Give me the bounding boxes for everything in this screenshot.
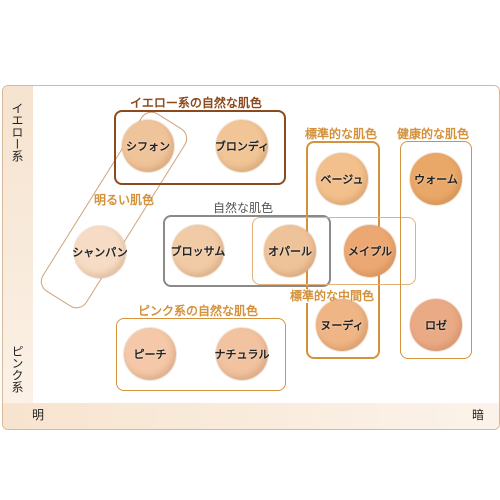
y-axis-bottom-label: ピンク系 [10,345,24,393]
standard-mid-group-label: 標準的な中間色 [288,289,377,303]
swatch-rose-label: ロゼ [425,319,447,332]
swatch-maple: メイプル [344,225,396,277]
swatch-chiffon-label: シフォン [126,140,170,153]
swatch-blondie: ブロンディ [214,120,270,172]
swatch-opal: オパール [264,225,316,277]
healthy-group-label: 健康的な肌色 [395,127,472,141]
pink-natural-group-label: ピンク系の自然な肌色 [136,304,261,318]
swatch-maple-label: メイプル [348,245,392,258]
natural-group-outline [163,215,331,287]
natural-group-label: 自然な肌色 [211,201,276,215]
swatch-rose: ロゼ [410,299,462,351]
swatch-opal-label: オパール [268,245,312,258]
swatch-warm-label: ウォーム [414,173,458,186]
swatch-champagne-label: シャンパン [72,246,128,259]
x-axis-right-label: 暗 [472,408,485,422]
swatch-nudie-label: ヌーディ [320,319,364,332]
swatch-champagne: シャンパン [72,226,128,278]
yellow-natural-group-outline [114,110,286,185]
pink-natural-group-outline [116,318,286,391]
swatch-peach-label: ピーチ [133,348,167,361]
swatch-peach: ピーチ [124,328,176,380]
x-axis-band [3,403,499,429]
y-axis-top-label: イエロー系 [10,102,24,162]
swatch-chiffon: シフォン [122,120,174,172]
yellow-natural-group-label: イエロー系の自然な肌色 [128,96,264,110]
swatch-beige-label: ベージュ [320,173,364,186]
healthy-group-outline [400,141,472,359]
swatch-blossom-label: ブロッサム [170,245,226,258]
swatch-beige: ベージュ [316,153,368,205]
y-axis-band [3,86,33,403]
swatch-natural: ナチュラル [214,328,270,380]
swatch-blondie-label: ブロンディ [214,140,270,153]
swatch-nudie: ヌーディ [316,299,368,351]
standard-mid-group-outline [252,217,416,285]
standard-group-label: 標準的な肌色 [303,127,380,141]
bright-group-label: 明るい肌色 [94,193,155,207]
swatch-warm: ウォーム [410,153,462,205]
swatch-blossom: ブロッサム [170,225,226,277]
swatch-natural-label: ナチュラル [214,348,270,361]
x-axis-left-label: 明 [32,408,45,422]
